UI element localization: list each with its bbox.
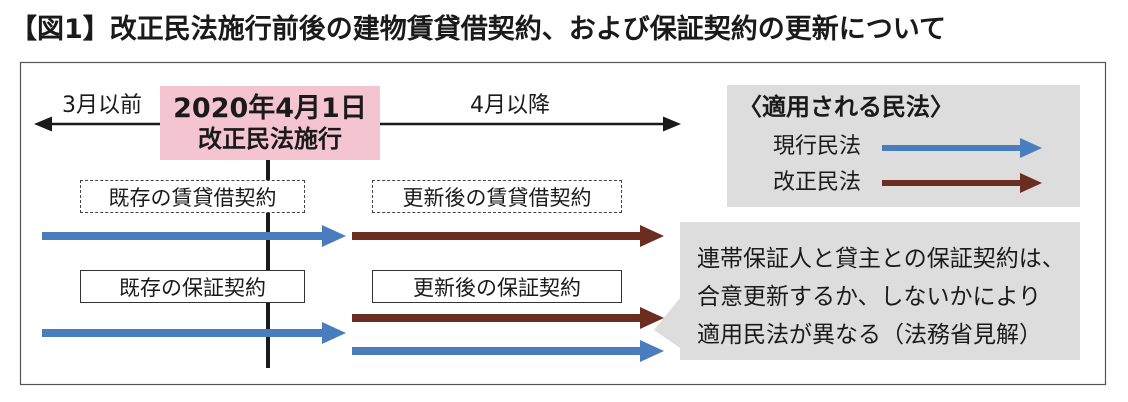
enforcement-event: 改正民法施行 <box>198 124 342 153</box>
lease-existing-box: 既存の賃貸借契約 <box>80 180 305 213</box>
legend-item-revised-law: 改正民法 <box>773 170 862 195</box>
lease-renewed-revised-law-arrow <box>352 225 664 247</box>
guarantee-renewed-revised-law-arrow <box>352 307 664 329</box>
note-line: 合意更新するか、しないかにより <box>697 284 1042 310</box>
guarantee-renewed-current-law-arrow <box>352 340 664 362</box>
enforcement-date-box: 2020年4月1日 改正民法施行 <box>160 86 380 160</box>
diagram-frame <box>19 61 1107 386</box>
lease-renewed-box: 更新後の賃貸借契約 <box>372 180 622 213</box>
enforcement-date: 2020年4月1日 <box>173 92 367 124</box>
note-line: 連帯保証人と貸主との保証契約は、 <box>697 246 1065 272</box>
note-text: 連帯保証人と貸主との保証契約は、 合意更新するか、しないかにより 適用民法が異な… <box>697 240 1065 354</box>
figure-title: 【図1】改正民法施行前後の建物賃貸借契約、および保証契約の更新について <box>10 14 946 45</box>
legend-item-current-law: 現行民法 <box>773 134 862 159</box>
timeline-left-arrowhead-icon <box>34 116 52 132</box>
guarantee-existing-box: 既存の保証契約 <box>80 270 305 303</box>
legend-title: 〈適用される民法〉 <box>738 93 954 121</box>
note-callout <box>654 222 1080 360</box>
guarantee-existing-current-law-arrow <box>42 322 346 344</box>
timeline-after-label: 4月以降 <box>470 93 550 118</box>
timeline-right-arrowhead-icon <box>663 116 681 132</box>
guarantee-renewed-box: 更新後の保証契約 <box>372 270 622 303</box>
note-line: 適用民法が異なる（法務省見解） <box>697 322 1042 348</box>
legend-current-law-arrow-icon <box>882 138 1042 158</box>
timeline-before-label: 3月以前 <box>62 93 142 118</box>
lease-existing-current-law-arrow <box>42 225 346 247</box>
legend-revised-law-arrow-icon <box>882 173 1042 193</box>
